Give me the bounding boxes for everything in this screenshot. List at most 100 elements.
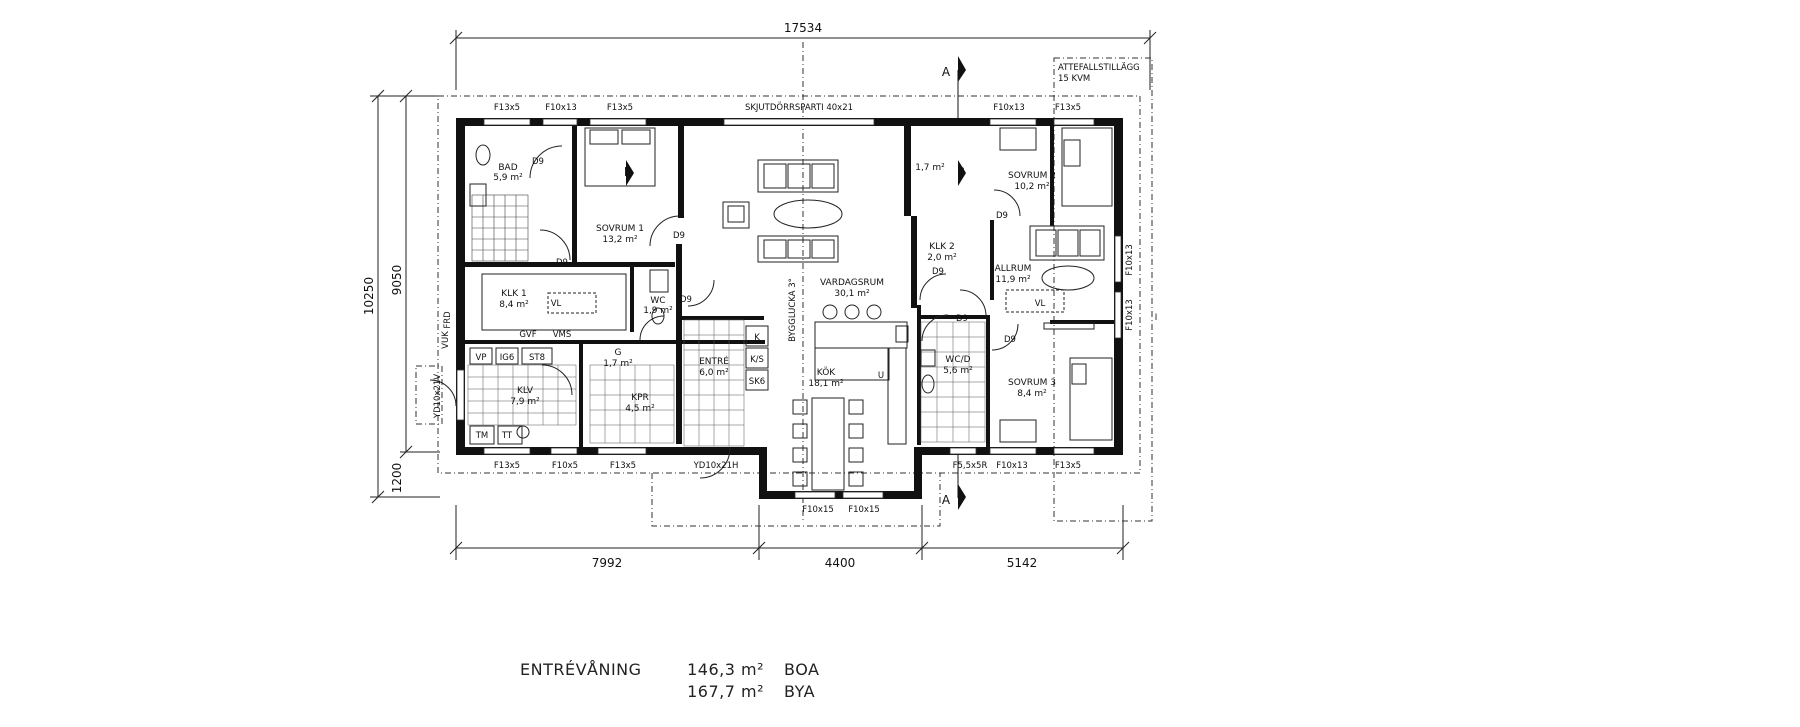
window-bottom-5: F10x15: [802, 505, 834, 515]
section-marker-b-left: B: [624, 160, 634, 186]
section-marker-a-top: A: [942, 56, 966, 118]
fixture-vms: VMS: [553, 330, 572, 340]
window-bottom-2: F10x5: [552, 461, 578, 471]
summary-bya-row: 167,7 m² BYA: [520, 680, 844, 702]
section-marker-b-right: B: [957, 160, 966, 186]
window-bottom-7: F5,5x5R: [953, 461, 988, 471]
room-g-name: G: [615, 348, 622, 358]
room-klk2-area: 2,0 m²: [927, 253, 957, 263]
room-g-area: 1,7 m²: [603, 359, 633, 369]
fixture-u: U: [878, 371, 884, 381]
room-kok-area: 18,1 m²: [808, 379, 844, 389]
fixture-labels: VP IG6 ST8 GVF VMS TM TT K K/S SK6 VL VL…: [441, 157, 1157, 441]
window-labels: F13x5 F10x13 F13x5 SKJUTDÖRRSPARTI 40x21…: [433, 102, 1135, 515]
fixture-gvf: GVF: [519, 330, 536, 340]
svg-text:A: A: [942, 65, 951, 79]
room-allrum-area: 11,9 m²: [995, 275, 1031, 285]
fixture-vp: VP: [476, 353, 487, 363]
room-wcd-area: 5,6 m²: [943, 366, 973, 376]
dim-segment-right: 5142: [1007, 556, 1038, 570]
window-top-3: F13x5: [607, 103, 633, 113]
fixture-vl-left: VL: [551, 299, 562, 309]
fixture-tt: TT: [501, 431, 513, 441]
room-wc-area: 1,9 m²: [643, 306, 673, 316]
fixture-d9-3: D9: [673, 231, 685, 241]
room-klv-name: KLV: [517, 386, 534, 396]
fixture-d9-6: D9: [956, 314, 968, 324]
area-summary: ENTRÉVÅNING 146,3 m² BOA 167,7 m² BYA: [520, 658, 844, 702]
room-sovrum3-area: 8,4 m²: [1017, 389, 1047, 399]
furniture: [429, 127, 1113, 491]
window-right-1: F10x13: [1125, 244, 1135, 276]
room-entre-name: ENTRÉ: [699, 355, 729, 367]
room-allrum-name: ALLRUM: [995, 264, 1032, 274]
window-top-5: F10x13: [993, 103, 1025, 113]
interior-walls: [465, 126, 1114, 447]
dim-total-width: 17534: [784, 21, 822, 35]
room-labels: BAD 5,9 m² SOVRUM 1 13,2 m² KLK 1 8,4 m²…: [493, 163, 1056, 414]
window-bottom-9: F13x5: [1055, 461, 1081, 471]
room-sovrum1-area: 13,2 m²: [602, 235, 638, 245]
svg-text:B: B: [624, 165, 632, 179]
window-bottom-8: F10x13: [996, 461, 1028, 471]
room-klk2-name: KLK 2: [929, 242, 954, 252]
dimension-lines: [370, 30, 1157, 560]
room-kok-name: KÖK: [817, 367, 836, 378]
room-sovrum3-name: SOVRUM 3: [1008, 378, 1056, 388]
room-sovrum1-name: SOVRUM 1: [596, 224, 644, 234]
room-bad-area: 5,9 m²: [493, 173, 523, 183]
room-klk1-name: KLK 1: [501, 289, 526, 299]
fixture-d9-4: D9: [680, 295, 692, 305]
fixture-vl-right: VL: [1035, 299, 1046, 309]
window-left: YD10x21V: [433, 374, 443, 419]
fixture-ks: K/S: [750, 355, 764, 365]
boa-label: BOA: [784, 659, 820, 679]
window-right-2: F10x13: [1125, 299, 1135, 331]
room-klk1-area: 8,4 m²: [499, 300, 529, 310]
fixture-d9-7: D9: [996, 211, 1008, 221]
room-kpr-name: KPR: [631, 393, 649, 403]
room-sovrum2-area: 10,2 m²: [1014, 182, 1050, 192]
dim-bottom-offset: 1200: [390, 463, 404, 494]
attefall-title: ATTEFALLSTILLÄGG: [1058, 62, 1140, 73]
fixture-frd: FRD: [443, 311, 453, 329]
window-bottom-6: F10x15: [848, 505, 880, 515]
room-vardagsrum-area: 30,1 m²: [834, 289, 870, 299]
section-marker-a-bottom: A: [942, 455, 966, 510]
bya-value: 167,7 m²: [687, 681, 764, 701]
fixture-d9-8: D9: [1004, 335, 1016, 345]
fixture-vuk: VUK: [441, 331, 451, 349]
fixture-d9-5: D9: [932, 267, 944, 277]
svg-text:B: B: [957, 165, 965, 179]
fixture-d9-2: D9: [556, 258, 568, 268]
room-closet-small-area: 1,7 m²: [915, 163, 945, 173]
room-vardagsrum-name: VARDAGSRUM: [820, 278, 884, 288]
fixture-st8: ST8: [529, 353, 545, 363]
floor-title: ENTRÉVÅNING: [520, 659, 642, 679]
window-openings: [456, 118, 1122, 499]
window-top-1: F13x5: [494, 103, 520, 113]
fixture-i: I: [1155, 313, 1158, 323]
window-bottom-4: YD10x21H: [693, 461, 739, 471]
dim-main-height: 9050: [390, 265, 404, 296]
room-kpr-area: 4,5 m²: [625, 404, 655, 414]
room-entre-area: 6,0 m²: [699, 368, 729, 378]
fixture-ig6: IG6: [500, 353, 515, 363]
window-bottom-1: F13x5: [494, 461, 520, 471]
room-sovrum2-name: SOVRUM 2: [1008, 171, 1056, 181]
room-wc-name: WC: [650, 296, 665, 306]
dim-segment-middle: 4400: [825, 556, 856, 570]
fixture-bygglucka: BYGGLUCKA 3°: [788, 278, 798, 342]
dim-segment-left: 7992: [592, 556, 623, 570]
fixture-d9-1: D9: [532, 157, 544, 167]
window-top-2: F10x13: [545, 103, 577, 113]
window-bottom-3: F13x5: [610, 461, 636, 471]
summary-boa-row: ENTRÉVÅNING 146,3 m² BOA: [520, 658, 844, 680]
room-wcd-name: WC/D: [945, 355, 970, 365]
fixture-tm: TM: [475, 431, 489, 441]
bya-label: BYA: [784, 681, 816, 701]
dim-total-height: 10250: [362, 277, 376, 315]
fixture-k: K: [754, 333, 760, 343]
window-top-4: SKJUTDÖRRSPARTI 40x21: [745, 102, 853, 113]
room-klv-area: 7,9 m²: [510, 397, 540, 407]
